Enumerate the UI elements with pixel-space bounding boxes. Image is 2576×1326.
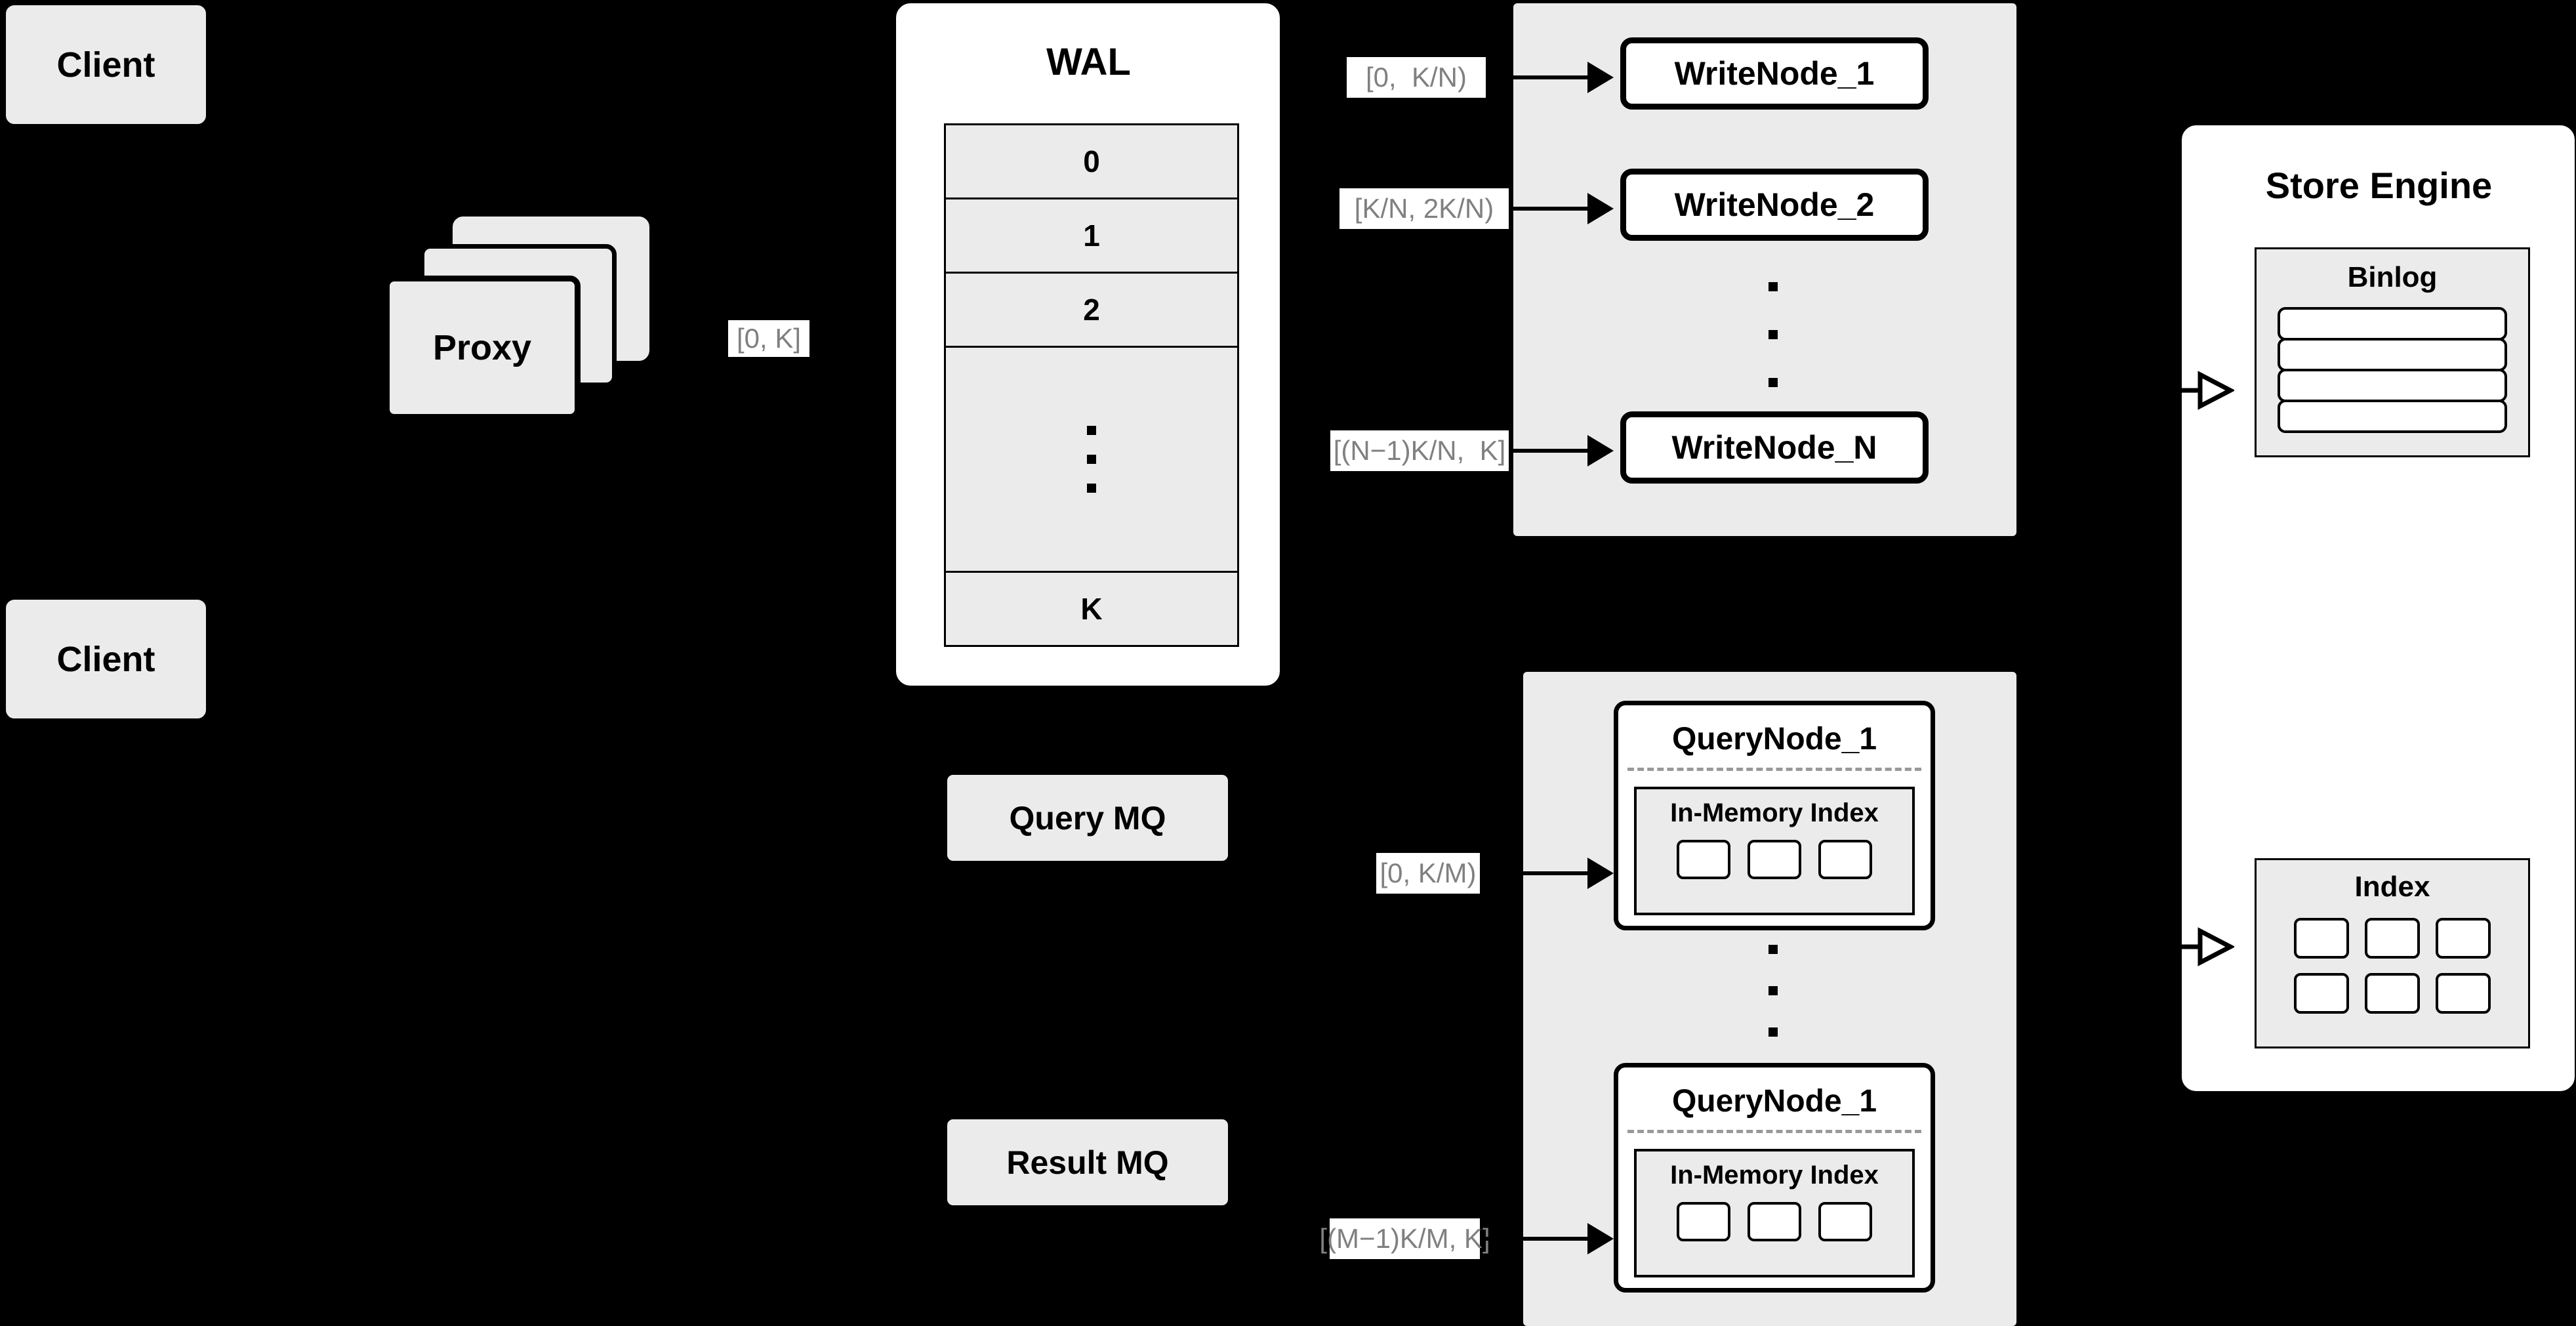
write-node-n-edge-line — [1509, 449, 1587, 453]
wal-row-label: 1 — [1083, 218, 1100, 253]
index-cell — [2365, 918, 2420, 959]
binlog-row — [2278, 307, 2507, 341]
client-label-1: Client — [56, 45, 155, 85]
index-cell — [1818, 1202, 1872, 1241]
index-inbound-arrow-icon — [2178, 927, 2234, 966]
wal-row-label: 0 — [1083, 144, 1100, 178]
write-node-2-range-text: [K/N, 2K/N) — [1354, 193, 1494, 224]
query-node-1-memory-index: In-Memory Index — [1634, 787, 1915, 915]
wal-row: 2 — [944, 274, 1239, 348]
write-node-2-label: WriteNode_2 — [1674, 186, 1875, 223]
proxy-label: Proxy — [432, 328, 532, 367]
index-cell — [1748, 840, 1801, 879]
wal-row: 0 — [944, 123, 1239, 199]
write-node-group-ellipsis-icon — [1767, 282, 1780, 387]
query-node-2-arrowhead-icon — [1587, 1223, 1614, 1254]
binlog-title: Binlog — [2347, 261, 2438, 293]
proxy-to-wal-range-label: [0, K] — [728, 320, 809, 357]
write-node-1[interactable]: WriteNode_1 — [1620, 37, 1929, 110]
vertical-ellipsis-icon — [1087, 426, 1096, 493]
query-mq-label: Query MQ — [1009, 799, 1166, 837]
result-mq-label: Result MQ — [1006, 1144, 1169, 1181]
index-box: Index — [2255, 858, 2530, 1048]
write-node-2-edge-line — [1509, 207, 1587, 211]
query-node-2-divider — [1627, 1130, 1921, 1133]
client-label-2: Client — [56, 639, 155, 679]
query-node-2-memory-index: In-Memory Index — [1634, 1149, 1915, 1277]
query-node-1-arrowhead-icon — [1587, 858, 1614, 889]
query-node-2-label: QueryNode_1 — [1671, 1084, 1877, 1119]
query-mq-box[interactable]: Query MQ — [947, 774, 1229, 861]
query-node-1-range-label: [0, K/M) — [1376, 853, 1480, 894]
write-node-n[interactable]: WriteNode_N — [1620, 411, 1929, 484]
write-node-1-range-label: [0, K/N) — [1347, 57, 1486, 98]
proxy-sheet-front[interactable]: Proxy — [384, 276, 581, 420]
index-cell — [1818, 840, 1872, 879]
write-node-2[interactable]: WriteNode_2 — [1620, 169, 1929, 241]
index-title: Index — [2354, 871, 2430, 903]
wal-row-ellipsis — [944, 348, 1239, 573]
binlog-row — [2278, 338, 2507, 371]
result-mq-box[interactable]: Result MQ — [947, 1119, 1229, 1206]
index-cell — [1677, 840, 1730, 879]
index-cell — [2294, 973, 2349, 1014]
wal-row-label: K — [1080, 592, 1103, 626]
wal-container: WAL 0 1 2 K — [896, 3, 1280, 686]
index-cell — [2365, 973, 2420, 1014]
query-node-1-memory-index-title: In-Memory Index — [1670, 798, 1879, 827]
query-node-2[interactable]: QueryNode_1 In-Memory Index — [1614, 1063, 1935, 1293]
write-node-1-label: WriteNode_1 — [1674, 55, 1875, 92]
query-node-1-range-text: [0, K/M) — [1380, 858, 1477, 888]
write-node-1-range-text: [0, K/N) — [1365, 62, 1467, 93]
query-node-2-range-label: [(M−1)K/M, K] — [1319, 1218, 1490, 1259]
binlog-box: Binlog — [2255, 247, 2530, 457]
write-node-1-edge-line — [1496, 75, 1587, 79]
write-node-n-label: WriteNode_N — [1671, 429, 1877, 466]
wal-row-label: 2 — [1083, 293, 1100, 327]
write-node-n-range-text: [(N−1)K/N, K] — [1333, 435, 1506, 466]
proxy-to-wal-range-text: [0, K] — [736, 323, 802, 354]
proxy-stack[interactable]: Proxy — [384, 217, 659, 426]
query-node-1-divider — [1627, 768, 1921, 771]
store-engine-container: Store Engine Binlog Index — [2182, 125, 2575, 1091]
client-box-1[interactable]: Client — [5, 5, 207, 125]
binlog-inbound-arrow-icon — [2178, 371, 2234, 410]
write-node-2-arrowhead-icon — [1587, 193, 1614, 224]
write-node-n-range-label: [(N−1)K/N, K] — [1330, 430, 1509, 471]
index-cell — [2294, 918, 2349, 959]
write-node-2-range-label: [K/N, 2K/N) — [1339, 188, 1509, 229]
write-node-n-arrowhead-icon — [1587, 435, 1614, 466]
index-cell — [1677, 1202, 1730, 1241]
write-node-1-arrowhead-icon — [1587, 62, 1614, 93]
wal-row: K — [944, 573, 1239, 647]
query-node-2-range-text: [(M−1)K/M, K] — [1319, 1223, 1490, 1254]
query-node-group-ellipsis-icon — [1767, 945, 1780, 1037]
query-node-1-label: QueryNode_1 — [1671, 722, 1877, 756]
query-node-1[interactable]: QueryNode_1 In-Memory Index — [1614, 701, 1935, 930]
index-cell — [2436, 918, 2491, 959]
index-cell — [1748, 1202, 1801, 1241]
wal-row: 1 — [944, 199, 1239, 274]
client-box-2[interactable]: Client — [5, 599, 207, 719]
query-node-1-edge-line — [1480, 871, 1587, 875]
binlog-row — [2278, 369, 2507, 402]
query-node-2-edge-line — [1480, 1237, 1587, 1241]
wal-row-list: 0 1 2 K — [944, 123, 1239, 647]
binlog-row — [2278, 400, 2507, 433]
store-engine-title: Store Engine — [2265, 165, 2493, 206]
index-cell — [2436, 973, 2491, 1014]
wal-title: WAL — [1046, 41, 1131, 83]
query-node-2-memory-index-title: In-Memory Index — [1670, 1161, 1879, 1190]
